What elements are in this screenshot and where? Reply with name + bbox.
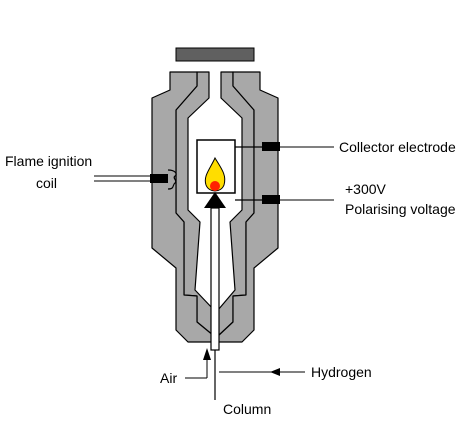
flame-inner: [210, 181, 220, 191]
ignition-coil-icon: [167, 169, 177, 190]
hydrogen-arrowhead: [270, 368, 280, 376]
polarising-feedthrough: [262, 195, 280, 204]
label-collector-electrode: Collector electrode: [339, 139, 456, 155]
air-arrowhead: [203, 348, 211, 360]
jet-tip: [204, 192, 226, 208]
detector-lid: [175, 47, 255, 62]
label-hydrogen: Hydrogen: [311, 364, 372, 380]
detector-body-right-outer: [217, 71, 279, 343]
label-polarising-voltage: Polarising voltage: [345, 201, 456, 217]
label-flame-ignition: Flame ignition: [5, 153, 92, 169]
collector-feedthrough: [262, 142, 280, 151]
ignition-feedthrough: [150, 174, 168, 183]
label-voltage-value: +300V: [345, 181, 387, 197]
label-column: Column: [223, 401, 271, 417]
label-air: Air: [160, 370, 177, 386]
jet-tube: [210, 207, 220, 351]
label-coil: coil: [36, 175, 57, 191]
detector-body-left-outer: [151, 71, 215, 343]
